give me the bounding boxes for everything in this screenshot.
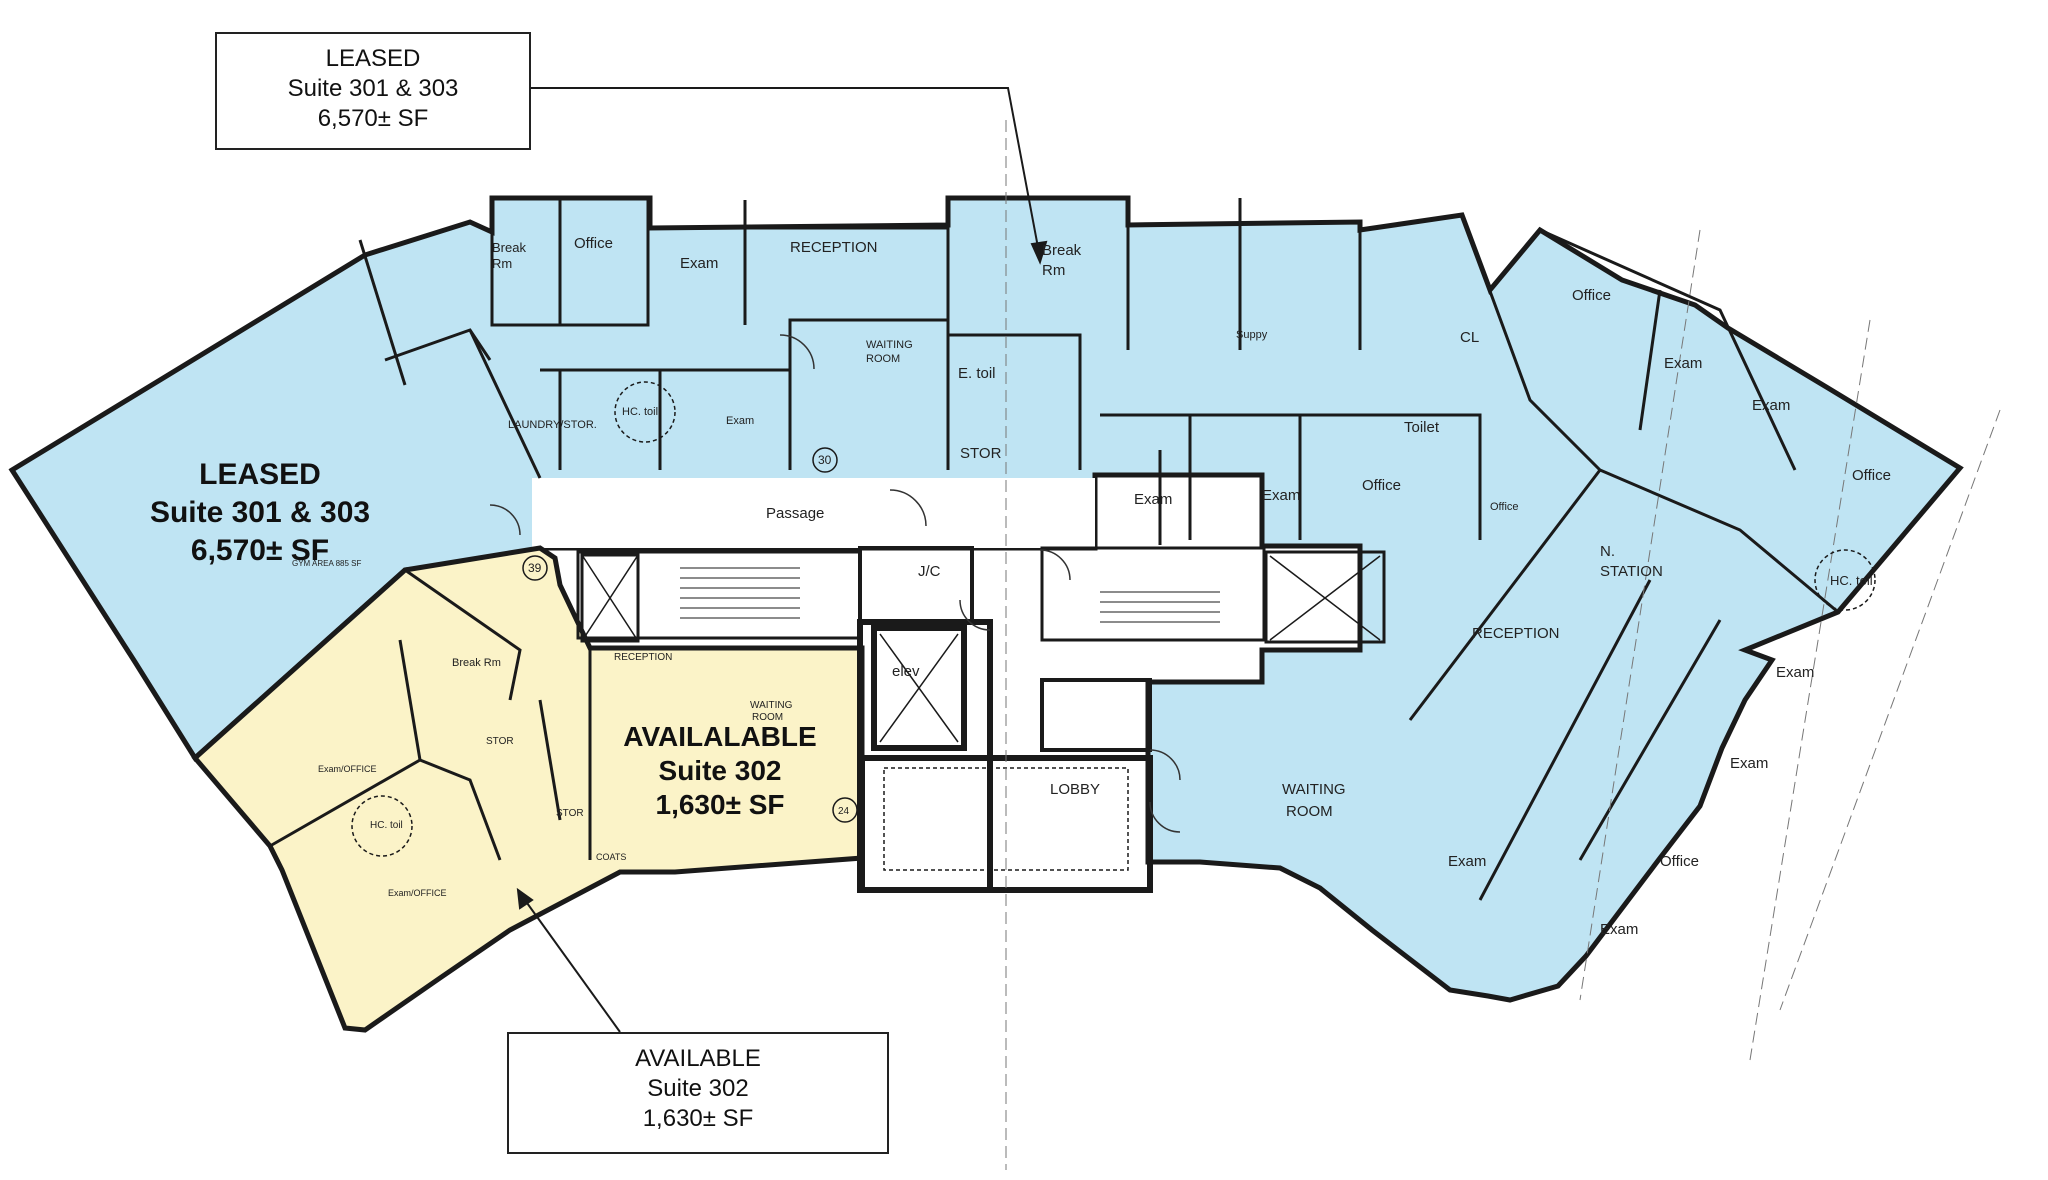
room-waiting-302: WAITING — [750, 700, 793, 711]
plan-label-available-suite: Suite 302 — [658, 755, 782, 786]
leased-left-wing — [8, 195, 1964, 1003]
room-exam-office-302-a: Exam/OFFICE — [318, 764, 377, 774]
room-break-left-2: Rm — [492, 256, 512, 271]
small-shaft — [1040, 678, 1152, 752]
room-hc-toil-right: HC. toil — [1830, 573, 1873, 588]
passage-area — [532, 478, 1095, 548]
callout-available: AVAILABLE Suite 302 1,630± SF — [507, 1032, 889, 1154]
elevator-shaft — [871, 625, 967, 751]
room-exam-bottom-1: Exam — [1448, 853, 1486, 870]
room-lobby: LOBBY — [1050, 781, 1100, 798]
leader-lines — [516, 87, 1048, 1033]
plan-label-available-area: 1,630± SF — [655, 789, 785, 820]
room-labels: Break Rm Office Exam RECEPTION Break Rm … — [292, 235, 1891, 938]
room-n-station: N. — [1600, 543, 1615, 560]
stair-treads-left — [680, 567, 800, 619]
tag-39: 39 — [528, 561, 542, 575]
room-exam-top: Exam — [680, 255, 718, 272]
room-tag-circles — [351, 381, 1876, 857]
room-stor-top: STOR — [960, 445, 1002, 462]
room-break-302: Break Rm — [452, 657, 501, 669]
leader-leased — [531, 87, 1041, 259]
room-gym-area: GYM AREA 885 SF — [292, 559, 361, 568]
plan-label-leased-area: 6,570± SF — [190, 534, 330, 567]
plan-label-available: AVAILALABLE Suite 302 1,630± SF — [600, 720, 840, 822]
suite-302-area — [191, 545, 865, 1033]
callout-leased-status: LEASED — [325, 45, 421, 72]
reference-lines — [1005, 120, 2001, 1170]
shaft-left — [580, 553, 640, 643]
plan-label-available-status: AVAILALABLE — [623, 721, 817, 752]
room-reception-top: RECEPTION — [790, 239, 878, 256]
stair-right — [1040, 546, 1266, 642]
room-elev: elev — [892, 663, 920, 680]
room-office-top-left: Office — [574, 235, 613, 252]
available-suite — [191, 545, 865, 1033]
room-exam-far-right-4: Exam — [1730, 755, 1768, 772]
callout-available-suite: Suite 302 — [647, 1075, 749, 1102]
room-suppy: Suppy — [1236, 329, 1268, 341]
room-exam-right-2: Exam — [1262, 487, 1300, 504]
room-exam-right-1: Exam — [1134, 491, 1172, 508]
callout-available-status: AVAILABLE — [635, 1045, 761, 1072]
room-office-mid: Office — [1362, 477, 1401, 494]
room-jc: J/C — [918, 563, 941, 580]
room-exam-far-right-2: Exam — [1752, 397, 1790, 414]
room-waiting-right: WAITING — [1282, 781, 1346, 798]
plan-label-leased-suite: Suite 301 & 303 — [149, 496, 371, 529]
callout-leased: LEASED Suite 301 & 303 6,570± SF — [215, 32, 531, 150]
room-office-far-right-2: Office — [1852, 467, 1891, 484]
room-break-left: Break — [492, 240, 526, 255]
room-exam-far-right-3: Exam — [1776, 664, 1814, 681]
room-waiting-302-2: ROOM — [752, 712, 783, 723]
suite-301-303-area — [8, 195, 1964, 1003]
room-waiting-top-2: ROOM — [866, 353, 900, 365]
room-waiting-top: WAITING — [866, 339, 913, 351]
plan-label-leased-status: LEASED — [199, 458, 321, 491]
leader-available — [521, 895, 621, 1033]
room-stor-302-a: STOR — [486, 736, 514, 747]
tag-30: 30 — [818, 453, 832, 467]
callout-leased-suite: Suite 301 & 303 — [287, 75, 459, 102]
interior-walls — [269, 198, 1839, 901]
room-office-diag: Office — [1490, 501, 1519, 513]
room-coats: COATS — [596, 852, 626, 862]
room-office-far-right-top: Office — [1572, 287, 1611, 304]
room-passage: Passage — [766, 505, 824, 522]
room-n-station-2: STATION — [1600, 563, 1663, 580]
tag-24: 24 — [838, 806, 850, 817]
room-hc-toil-left: HC. toil — [622, 406, 658, 418]
room-stor-302-b: STOR — [556, 808, 584, 819]
door-swings — [489, 334, 1181, 833]
room-break-right-2: Rm — [1042, 262, 1065, 279]
room-reception-right: RECEPTION — [1472, 625, 1560, 642]
room-cl: CL — [1460, 329, 1479, 346]
room-reception-302: RECEPTION — [614, 652, 672, 663]
callout-available-area: 1,630± SF — [642, 1105, 754, 1132]
room-e-toil: E. toil — [958, 365, 996, 382]
room-exam-bottom-2: Exam — [1600, 921, 1638, 938]
callout-leased-area: 6,570± SF — [317, 105, 429, 132]
room-waiting-right-2: ROOM — [1286, 803, 1333, 820]
shaft-right — [1264, 550, 1386, 644]
room-toilet: Toilet — [1404, 419, 1440, 436]
room-exam-small: Exam — [726, 415, 754, 427]
room-break-right: Break — [1042, 242, 1082, 259]
plan-label-leased: LEASED Suite 301 & 303 6,570± SF — [130, 456, 390, 570]
room-exam-office-302-b: Exam/OFFICE — [388, 888, 447, 898]
room-exam-far-right-1: Exam — [1664, 355, 1702, 372]
jc-room — [858, 546, 974, 624]
room-laundry: LAUNDRY/STOR. — [508, 419, 597, 431]
room-office-bottom: Office — [1660, 853, 1699, 870]
room-hc-toil-302: HC. toil — [370, 820, 403, 831]
stair-left — [576, 550, 862, 640]
stair-treads-right — [1100, 591, 1220, 623]
